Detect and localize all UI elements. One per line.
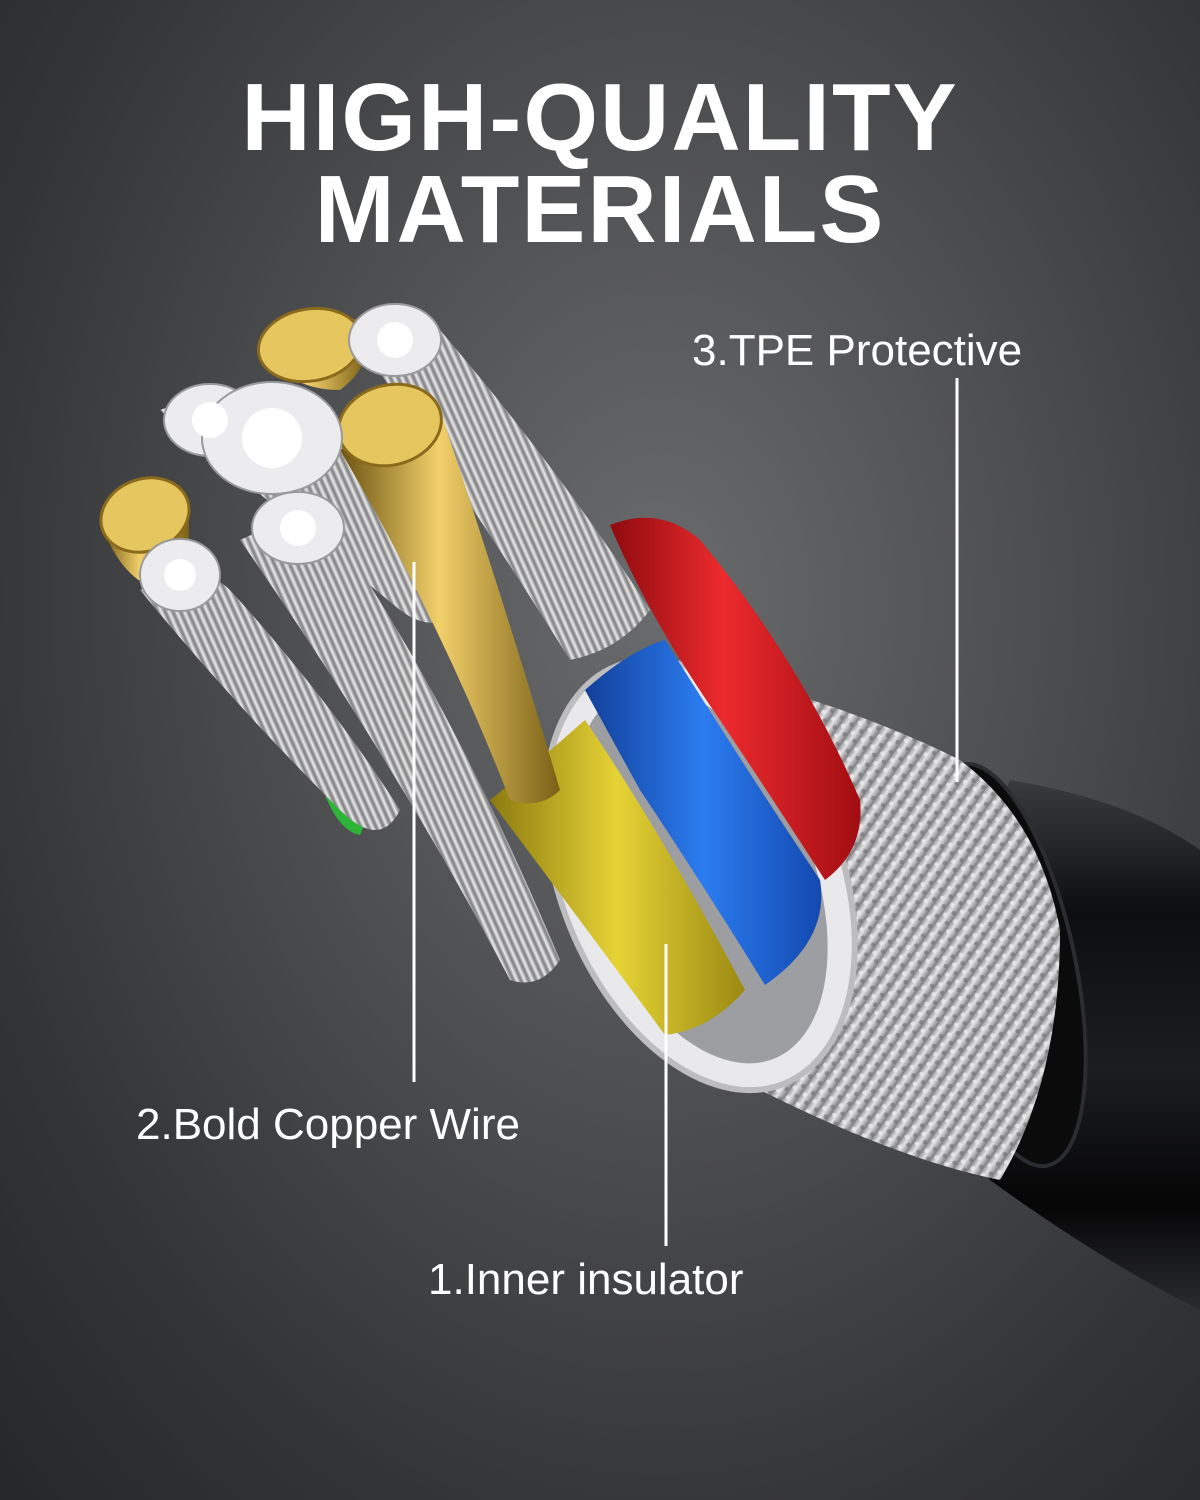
copper-wire-label: 2.Bold Copper Wire [136,1100,520,1149]
blue-wire [585,640,822,985]
silver-strands-left [140,575,400,830]
tpe-protective-label: 3.TPE Protective [692,326,1023,375]
strand-core-dots [164,322,413,591]
gold-rod-main [340,410,560,804]
headline-line-1: HIGH-QUALITY [241,64,959,172]
headline: HIGH-QUALITY MATERIALS [0,64,1200,264]
red-wire [610,517,861,880]
silver-strands-center [240,525,560,983]
yellow-wire [490,720,745,1035]
inner-insulator-label: 1.Inner insulator [428,1255,744,1304]
headline-line-2: MATERIALS [314,156,886,264]
